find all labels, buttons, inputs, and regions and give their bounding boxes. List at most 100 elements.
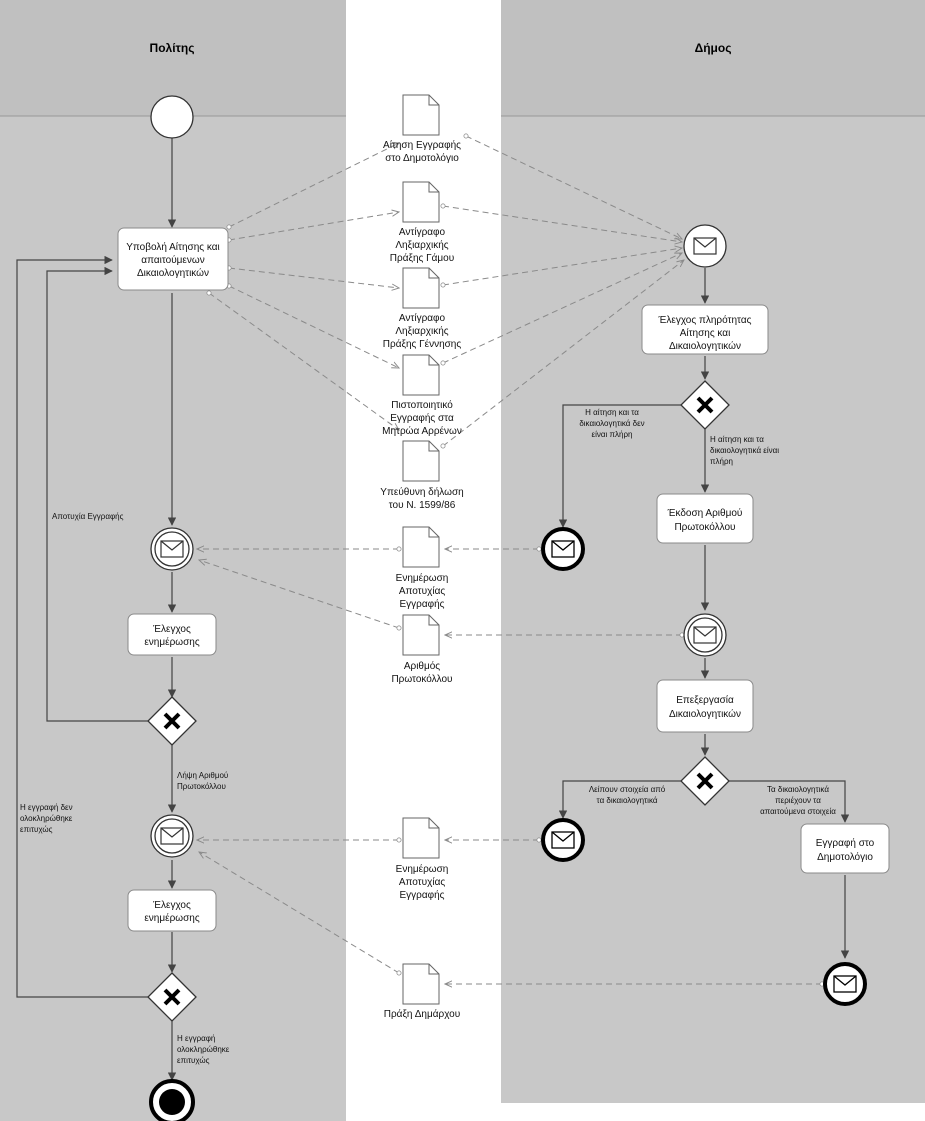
document-label-line: Ληξιαρχικής	[395, 325, 448, 337]
document-label-line: Ενημέρωση	[396, 572, 449, 584]
flow-label-line: Η εγγραφή δεν	[20, 803, 73, 812]
envelope-icon	[551, 831, 575, 849]
document-failure-notice-2: Ενημέρωση Αποτυχίας Εγγραφής	[396, 817, 449, 901]
flow-label-line: επιτυχώς	[20, 825, 53, 834]
document-birth-certificate: Αντίγραφο Ληξιαρχικής Πράξης Γέννησης	[383, 267, 462, 350]
gateway-2	[147, 972, 197, 1022]
document-marriage-certificate: Αντίγραφο Ληξιαρχικής Πράξης Γάμου	[390, 181, 454, 264]
document-label-line: Πράξης Γάμου	[390, 252, 454, 264]
document-label-line: Αποτυχίας	[399, 876, 446, 888]
flow-label-line: δικαιολογητικά είναι	[710, 446, 779, 455]
flow-label-line: Πρωτοκόλλου	[177, 782, 226, 791]
gateway-docs-data	[680, 756, 730, 806]
message-end-event-2	[541, 818, 585, 862]
task-label-line: απαιτούμενων	[141, 254, 204, 266]
envelope-icon	[833, 975, 857, 993]
task-label-line: Έλεγχος πληρότητας	[658, 314, 752, 326]
document-declaration: Υπεύθυνη δήλωση του Ν. 1599/86	[380, 440, 464, 511]
flow-label-line: Λήψη Αριθμού	[177, 771, 228, 780]
task-label-line: Δικαιολογητικών	[669, 340, 741, 352]
flow-label-line: Η αίτηση και τα	[585, 408, 639, 417]
message-flows	[197, 136, 822, 984]
task-check-completeness: Έλεγχος πληρότητας Αίτησης και Δικαιολογ…	[641, 304, 769, 355]
document-mayor-act: Πράξη Δημάρχου	[384, 963, 460, 1020]
envelope-icon	[160, 827, 184, 845]
document-application: Αίτηση Εγγραφής στο Δημοτολόγιο	[383, 94, 461, 164]
flow-label-line: ολοκληρώθηκε	[20, 814, 73, 823]
gateway-completeness	[680, 380, 730, 430]
document-label-line: Αριθμός	[404, 660, 440, 672]
task-submit-application: Υποβολή Αίτησης και απαιτούμενων Δικαιολ…	[117, 227, 229, 291]
flow-label-line: Η εγγραφή	[177, 1034, 215, 1043]
flow-label-line: Λείπουν στοιχεία από	[589, 785, 666, 794]
message-end-event-1	[541, 527, 585, 571]
flow-label-line: Η αίτηση και τα	[710, 435, 764, 444]
gateway-1	[147, 696, 197, 746]
lane-citizen-title: Πολίτης	[150, 41, 195, 55]
message-start-event	[683, 224, 727, 268]
left-sequence-flows	[16, 138, 177, 1081]
flow-label-line: δικαιολογητικά δεν	[579, 419, 644, 428]
message-catch-event-1	[150, 527, 194, 571]
document-label-line: Ενημέρωση	[396, 863, 449, 875]
task-label-line: Αίτησης και	[680, 327, 731, 339]
message-end-event-3	[823, 962, 867, 1006]
flow-label-line: απαιτούμενα στοιχεία	[760, 807, 836, 816]
flow-label-line: επιτυχώς	[177, 1056, 210, 1065]
document-label-line: Αποτυχίας	[399, 585, 446, 597]
document-label-line: Υπεύθυνη δήλωση	[380, 486, 463, 498]
document-label-line: Αίτηση Εγγραφής	[383, 139, 461, 151]
task-registration: Εγγραφή στο Δημοτολόγιο	[800, 823, 890, 874]
document-military-registry: Πιστοποιητικό Εγγραφής στα Μητρώα Αρρένω…	[382, 354, 462, 437]
document-label-line: Αντίγραφο	[399, 226, 446, 238]
lane-municipality-header	[501, 0, 925, 116]
document-failure-notice-1: Ενημέρωση Αποτυχίας Εγγραφής	[396, 526, 449, 610]
document-label-line: Πρωτοκόλλου	[391, 673, 452, 685]
task-label-line: Έκδοση Αριθμού	[667, 507, 743, 519]
message-catch-event-2	[150, 814, 194, 858]
task-label-line: Έλεγχος	[152, 624, 191, 635]
task-label-line: ενημέρωσης	[144, 912, 199, 924]
flow-label-line: Αποτυχία Εγγραφής	[52, 512, 124, 521]
message-throw-event	[683, 613, 727, 657]
flow-label-line: Τα δικαιολογητικά	[767, 785, 829, 794]
task-label-line: Υποβολή Αίτησης και	[126, 241, 220, 253]
task-label-line: ενημέρωσης	[144, 636, 199, 648]
document-label-line: Ληξιαρχικής	[395, 239, 448, 251]
envelope-icon	[693, 626, 717, 644]
document-label-line: του Ν. 1599/86	[389, 500, 456, 511]
task-process-documents: Επεξεργασία Δικαιολογητικών	[656, 679, 754, 733]
document-label-line: Πιστοποιητικό	[391, 399, 453, 411]
envelope-icon	[551, 540, 575, 558]
task-label-line: Πρωτοκόλλου	[674, 521, 735, 533]
start-event	[150, 95, 194, 139]
flow-label-line: τα δικαιολογητικά	[597, 796, 658, 805]
document-label-line: Πράξη Δημάρχου	[384, 1008, 460, 1020]
document-protocol-number: Αριθμός Πρωτοκόλλου	[391, 614, 453, 685]
flow-label-line: ολοκληρώθηκε	[177, 1045, 230, 1054]
task-label-line: Δικαιολογητικών	[669, 708, 741, 720]
document-label-line: Αντίγραφο	[399, 312, 446, 324]
flow-label-line: πλήρη	[710, 457, 733, 466]
end-event	[149, 1079, 195, 1121]
task-check-notice-1: Έλεγχος ενημέρωσης	[127, 613, 217, 656]
task-label-line: Δημοτολόγιο	[817, 851, 873, 863]
flow-label-line: περιέχουν τα	[775, 796, 821, 805]
task-issue-protocol-number: Έκδοση Αριθμού Πρωτοκόλλου	[656, 493, 754, 544]
lane-municipality-title: Δήμος	[695, 41, 732, 55]
document-label-line: Εγγραφής στα	[390, 412, 454, 424]
document-label-line: Πράξης Γέννησης	[383, 338, 462, 350]
document-label-line: Εγγραφής	[399, 598, 444, 610]
document-label-line: Εγγραφής	[399, 889, 444, 901]
flow-label-line: είναι πλήρη	[592, 430, 633, 439]
task-label-line: Εγγραφή στο	[816, 837, 875, 849]
task-label-line: Έλεγχος	[152, 900, 191, 911]
envelope-icon	[693, 237, 717, 255]
task-check-notice-2: Έλεγχος ενημέρωσης	[127, 889, 217, 932]
document-label-line: Μητρώα Αρρένων	[382, 425, 462, 437]
document-label-line: στο Δημοτολόγιο	[385, 152, 459, 164]
task-label-line: Δικαιολογητικών	[137, 267, 209, 279]
envelope-icon	[160, 540, 184, 558]
task-label-line: Επεξεργασία	[676, 694, 734, 706]
